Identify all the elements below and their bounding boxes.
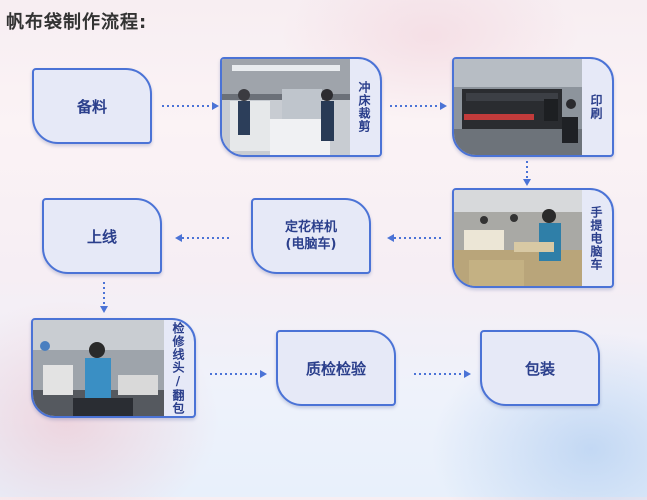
step-printing-label-box: 印刷 — [580, 59, 612, 155]
cutting-photo — [222, 59, 350, 155]
step-pattern-machine: 定花样机 (电脑车) — [251, 198, 371, 274]
arrow-8-9 — [414, 370, 471, 378]
step-materials: 备料 — [32, 68, 152, 144]
page-title: 帆布袋制作流程: — [6, 12, 148, 33]
step-packing-label: 包装 — [524, 359, 555, 378]
step-hand-computer-car-label: 手提电脑车 — [589, 205, 603, 271]
step-hand-computer-car: 手提电脑车 — [452, 188, 614, 288]
step-threading: 上线 — [42, 198, 162, 274]
arrow-2-3 — [390, 102, 447, 110]
step-cutting-label-box: 冲床裁剪 — [348, 59, 380, 155]
step-pattern-machine-line2: (电脑车) — [285, 237, 337, 252]
step-cutting-label: 冲床裁剪 — [357, 81, 371, 133]
step-trim-turn-label: 检修线头/翻包 — [171, 321, 185, 415]
hand-computer-car-photo — [454, 190, 582, 286]
arrow-4-5 — [387, 234, 444, 242]
arrow-1-2 — [162, 102, 219, 110]
trim-turn-photo — [33, 320, 164, 416]
step-printing: 印刷 — [452, 57, 614, 157]
arrow-5-6 — [175, 234, 232, 242]
step-quality-check-label: 质检检验 — [305, 359, 366, 378]
step-hand-computer-car-label-box: 手提电脑车 — [580, 190, 612, 286]
step-quality-check: 质检检验 — [276, 330, 396, 406]
step-pattern-machine-line1: 定花样机 — [284, 220, 337, 235]
arrow-6-7 — [100, 282, 108, 313]
step-printing-label: 印刷 — [589, 94, 603, 120]
step-materials-label: 备料 — [76, 97, 107, 116]
step-cutting: 冲床裁剪 — [220, 57, 382, 157]
step-packing: 包装 — [480, 330, 600, 406]
printing-photo — [454, 59, 582, 155]
step-trim-turn: 检修线头/翻包 — [31, 318, 196, 418]
arrow-7-8 — [210, 370, 267, 378]
step-trim-turn-label-box: 检修线头/翻包 — [162, 320, 194, 416]
arrow-3-4 — [523, 161, 531, 186]
step-threading-label: 上线 — [86, 227, 117, 246]
